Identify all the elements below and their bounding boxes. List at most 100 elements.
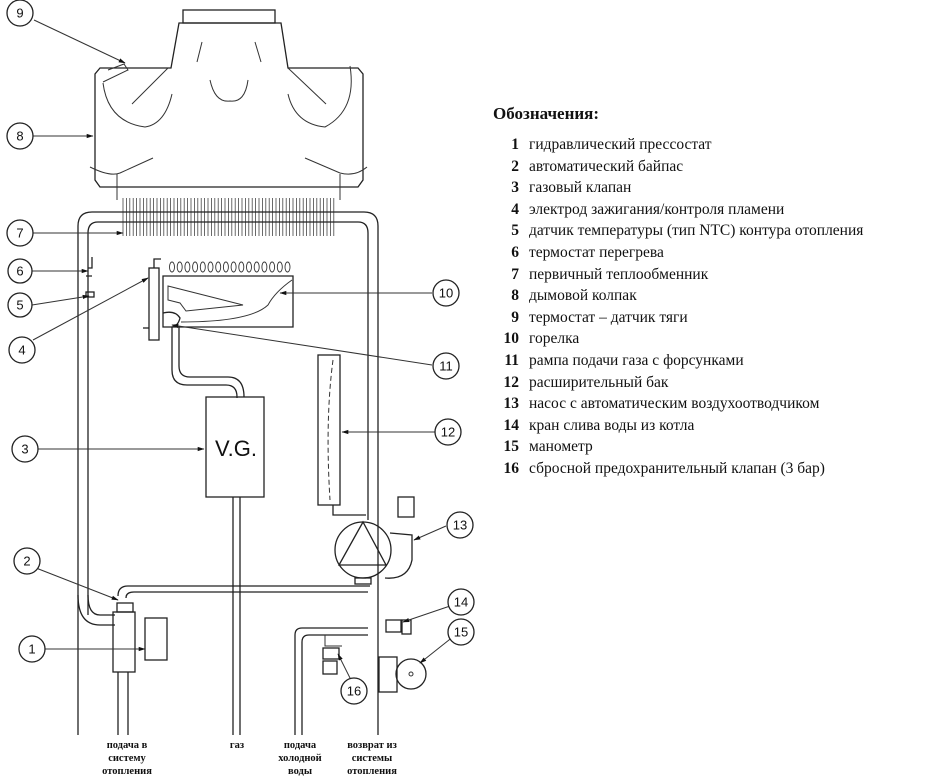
legend-item-number: 14	[503, 416, 520, 434]
connection-cold-water: подача холодной воды	[278, 740, 322, 777]
callout-9: 9	[6, 0, 34, 27]
callout-10: 10	[432, 279, 460, 307]
callout-11: 11	[432, 352, 460, 380]
callout-6: 6	[7, 258, 33, 284]
gas-pipe	[162, 311, 245, 735]
gas-valve	[205, 396, 265, 498]
callout-5: 5	[7, 292, 33, 318]
legend-item-label: расширительный бак	[529, 373, 669, 391]
legend-item-label: дымовой колпак	[529, 287, 637, 305]
expansion-tank	[317, 354, 366, 516]
legend-item-number: 6	[511, 243, 519, 261]
legend-item-number: 2	[511, 157, 519, 175]
flame-icon	[284, 261, 291, 273]
svg-text:16: 16	[347, 684, 361, 699]
legend-item-number: 7	[511, 265, 519, 283]
flame-icon	[222, 261, 229, 273]
svg-text:5: 5	[16, 298, 23, 313]
legend-item-label: электрод зажигания/контроля пламени	[529, 200, 785, 218]
bypass-and-pressure-switch	[112, 585, 370, 735]
legend-item-number: 5	[511, 222, 519, 240]
legend-item: 15 манометр	[493, 438, 863, 460]
svg-text:2: 2	[23, 554, 30, 569]
callout-4: 4	[8, 336, 36, 364]
legend-item-number: 15	[503, 438, 520, 456]
legend-item: 10 горелка	[493, 330, 863, 352]
flame-icon	[276, 261, 283, 273]
flame-icon	[215, 261, 222, 273]
legend-item: 1 гидравлический прессостат	[493, 136, 863, 158]
callout-7: 7	[6, 219, 34, 247]
ntc-sensor	[85, 291, 95, 298]
legend-item-label: термостат – датчик тяги	[529, 308, 688, 326]
svg-text:6: 6	[16, 264, 23, 279]
callout-1: 1	[18, 635, 46, 663]
legend-item-number: 12	[503, 373, 520, 391]
ignition-electrode	[143, 258, 161, 341]
flame-icon	[169, 261, 175, 273]
flame-icon	[192, 261, 199, 273]
legend-item-label: датчик температуры (тип NTC) контура ото…	[529, 222, 864, 240]
legend-item-label: автоматический байпас	[529, 157, 684, 175]
callout-15: 15	[447, 618, 475, 646]
legend-item-label: горелка	[529, 330, 580, 348]
svg-text:13: 13	[453, 518, 467, 533]
legend-item: 5 датчик температуры (тип NTC) контура от…	[493, 222, 863, 244]
gas-valve-label: V.G.	[215, 436, 257, 461]
legend-item-label: манометр	[529, 438, 593, 456]
drain-and-manometer	[378, 619, 427, 693]
callout-13: 13	[446, 511, 474, 539]
legend-item-label: кран слива воды из котла	[529, 416, 695, 434]
svg-text:4: 4	[18, 343, 25, 358]
svg-text:7: 7	[16, 226, 23, 241]
leader-lines	[30, 19, 455, 683]
heating-pipes	[77, 211, 379, 735]
flame-icon	[238, 261, 245, 273]
legend-title: Обозначения:	[493, 104, 600, 123]
legend-item-number: 13	[503, 395, 520, 413]
legend-item: 2 автоматический байпас	[493, 158, 863, 180]
svg-text:12: 12	[441, 425, 455, 440]
legend-item-label: термостат перегрева	[529, 243, 664, 261]
callout-8: 8	[6, 122, 34, 150]
legend-item: 13 насос с автоматическим воздухоотводчик…	[493, 395, 863, 417]
legend-item-label: газовый клапан	[529, 179, 632, 197]
legend-item-number: 16	[503, 459, 520, 477]
connection-heating-return: возврат из системы отопления	[347, 740, 397, 777]
svg-text:1: 1	[28, 642, 35, 657]
flame-icon	[176, 261, 183, 273]
callout-16: 16	[340, 677, 368, 705]
flame-icon	[199, 261, 206, 273]
legend-item: 14 кран слива воды из котла	[493, 417, 863, 439]
legend-item: 4 электрод зажигания/контроля пламени	[493, 201, 863, 223]
svg-text:8: 8	[16, 129, 23, 144]
legend: Обозначения: 1 гидравлический прессостат 2…	[493, 104, 863, 482]
legend-item-label: гидравлический прессостат	[529, 136, 712, 153]
legend-item-number: 9	[511, 308, 519, 326]
legend-item-number: 10	[503, 330, 520, 348]
flame-icon	[207, 261, 214, 273]
flue-hood	[89, 9, 368, 200]
connection-heating-supply: подача в систему отопления	[102, 740, 152, 777]
burner	[162, 261, 294, 328]
connection-gas: газ	[229, 740, 245, 751]
cold-water-pipe	[294, 627, 368, 735]
legend-item: 9 термостат – датчик тяги	[493, 309, 863, 331]
callout-2: 2	[13, 547, 41, 575]
flame-icon	[253, 261, 260, 273]
svg-text:11: 11	[439, 359, 453, 374]
heat-exchanger-fins	[122, 198, 335, 236]
flame-icon	[246, 261, 252, 273]
legend-item-number: 4	[511, 200, 519, 218]
pump	[334, 496, 415, 585]
callout-12: 12	[434, 418, 462, 446]
legend-item-label: насос с автоматическим воздухоотводчиком	[529, 395, 820, 413]
legend-item-number: 1	[511, 136, 519, 153]
svg-text:15: 15	[454, 625, 468, 640]
